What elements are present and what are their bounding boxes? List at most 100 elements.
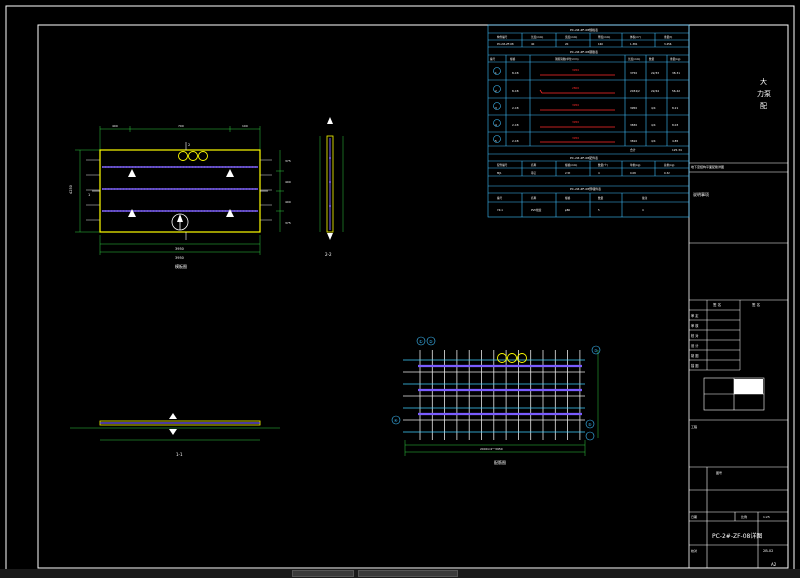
table-header: 数量 xyxy=(649,57,655,61)
table-cell: 合计 xyxy=(630,148,636,152)
signature-col-header: 签 名 xyxy=(752,302,760,307)
table-cell: 吊钉 xyxy=(531,171,537,175)
plan-view-label: 模板图 xyxy=(175,263,187,269)
table-header: 编号 xyxy=(490,57,496,61)
lifting-point-icon xyxy=(169,429,177,435)
embedded-box-icon xyxy=(517,353,527,363)
table-header: 构件编号 xyxy=(497,35,508,39)
bottom-right-label: 2B-02 xyxy=(763,549,773,553)
rebar-length-red: 2800 xyxy=(572,86,579,90)
table-row-bubble xyxy=(493,102,501,110)
rebar-bubble xyxy=(426,336,436,346)
table-cell: 4 xyxy=(495,123,497,127)
signature-grid: 审 定审 核校 对设 计制 图描 图 xyxy=(689,300,741,371)
rebar-length-red: 3950 xyxy=(572,68,579,72)
table-row-bubble xyxy=(493,119,501,127)
lifting-point-icon xyxy=(128,169,136,177)
table-cell: YZ-1 xyxy=(497,208,503,212)
rebar-layout-view: ① ② ③ ④ ⑤ 2000×4一3950 配筋图 xyxy=(391,336,601,465)
title-head-line2: 力泵 xyxy=(757,89,771,98)
title-mid-label: 地下室结构平面配筋详图 xyxy=(691,164,724,169)
table-header: 体积(m³) xyxy=(630,35,641,39)
table-cell: 4/4 xyxy=(651,106,656,110)
rebar-bubble-label: ④ xyxy=(394,418,398,423)
signature-row-label: 设 计 xyxy=(691,343,699,348)
scale-label: 比例 xyxy=(741,514,747,519)
table-cell: 125.34 xyxy=(672,148,682,152)
rebar-shape-sketches xyxy=(539,74,615,143)
plan-side-dim: 400 xyxy=(285,180,291,184)
table-cell: 38.31 xyxy=(672,71,680,75)
lifting-point-icon xyxy=(327,117,333,124)
table-cell: 3750 xyxy=(630,71,637,75)
project-label: 工程 xyxy=(691,424,697,429)
table-header: 钢筋简图(单位:mm) xyxy=(555,57,579,61)
table-cell: 2034/2 xyxy=(630,89,640,93)
sheet-size-mark: A2 xyxy=(771,562,777,567)
lifting-point-icon xyxy=(327,233,333,240)
embedded-box-icon xyxy=(497,353,507,363)
rebar-bubble xyxy=(585,419,595,429)
signature-row-label: 审 核 xyxy=(691,323,699,328)
table-cell: 2 xyxy=(495,89,497,93)
table-header: 重量(t) xyxy=(664,35,672,39)
section-1-1: 1-1 xyxy=(70,413,280,457)
plan-total-dim-2: 3950 xyxy=(175,256,184,260)
table-row-bubble xyxy=(493,135,501,143)
table-cell: PC-2#-ZF-08 xyxy=(497,42,514,46)
rebar-bubble xyxy=(391,415,401,425)
north-arrow-head-icon xyxy=(177,214,183,222)
rebar-length-red: 3950 xyxy=(572,120,579,124)
table-row-bubble xyxy=(493,85,501,93)
rebar-view-label: 配筋图 xyxy=(494,459,506,465)
table-cell: 56.42 xyxy=(672,89,680,93)
taskbar-tab[interactable] xyxy=(292,570,354,577)
table-cell: 2-C8 xyxy=(512,106,519,110)
plan-dim-mid: 700 xyxy=(178,124,184,128)
section-2-2-outline xyxy=(326,135,334,233)
signature-col-header-2: 签 名 xyxy=(713,302,721,307)
table-cell: 160 xyxy=(598,42,603,46)
signature-row-label: 校 对 xyxy=(691,333,699,338)
table-header: 重量(kg) xyxy=(670,57,680,61)
plan-section-marker-1: 1 xyxy=(88,193,90,197)
table-header: 总重(kg) xyxy=(664,163,674,167)
scale-value: 1:25 xyxy=(763,515,770,519)
embedded-box-icon xyxy=(178,151,188,161)
table-cell: 2-C8 xyxy=(512,139,519,143)
rebar-bubble-label: ② xyxy=(429,339,433,344)
table-cell: MJ1 xyxy=(497,171,502,175)
embedded-box-icon xyxy=(188,151,198,161)
lifting-point-icon xyxy=(226,209,234,217)
plan-dim-left: 400 xyxy=(112,124,118,128)
table-header: 长度(mm) xyxy=(628,57,640,61)
table-cell: 4 xyxy=(598,171,600,175)
table-cell: 1 xyxy=(495,71,497,75)
table-cell: 2.5t xyxy=(565,171,570,175)
sheet-inner-frame xyxy=(37,24,789,569)
table-cell: 22/44 xyxy=(651,89,659,93)
table-cell: 1.381 xyxy=(630,42,638,46)
signature-row-label: 描 图 xyxy=(691,363,698,368)
plan-side-dim: 400 xyxy=(285,200,291,204)
bottom-left-label: 校对 xyxy=(691,548,697,553)
lifting-point-icon xyxy=(128,209,136,217)
table-cell: 8-C8 xyxy=(512,89,519,93)
embedded-box-icon xyxy=(507,353,517,363)
taskbar-tab[interactable] xyxy=(358,570,458,577)
table-cell: 3 xyxy=(495,106,497,110)
section-2-2-label: 2-2 xyxy=(325,252,332,257)
table-header: 数量(个) xyxy=(598,163,608,167)
rebar-bubble xyxy=(585,431,595,441)
tables-frame xyxy=(487,24,690,218)
table-cell: 4 xyxy=(642,208,644,212)
table-cell: 2-C8 xyxy=(512,123,519,127)
table-header: 编号 xyxy=(497,196,503,200)
table-header: 规格(mm) xyxy=(565,163,577,167)
table-cell: 3.456 xyxy=(664,42,672,46)
table-cell: 4/4 xyxy=(651,123,656,127)
table-cell: 3950 xyxy=(630,106,637,110)
plan-side-dim: 375 xyxy=(285,221,291,225)
table-cell: 4.85 xyxy=(672,139,678,143)
